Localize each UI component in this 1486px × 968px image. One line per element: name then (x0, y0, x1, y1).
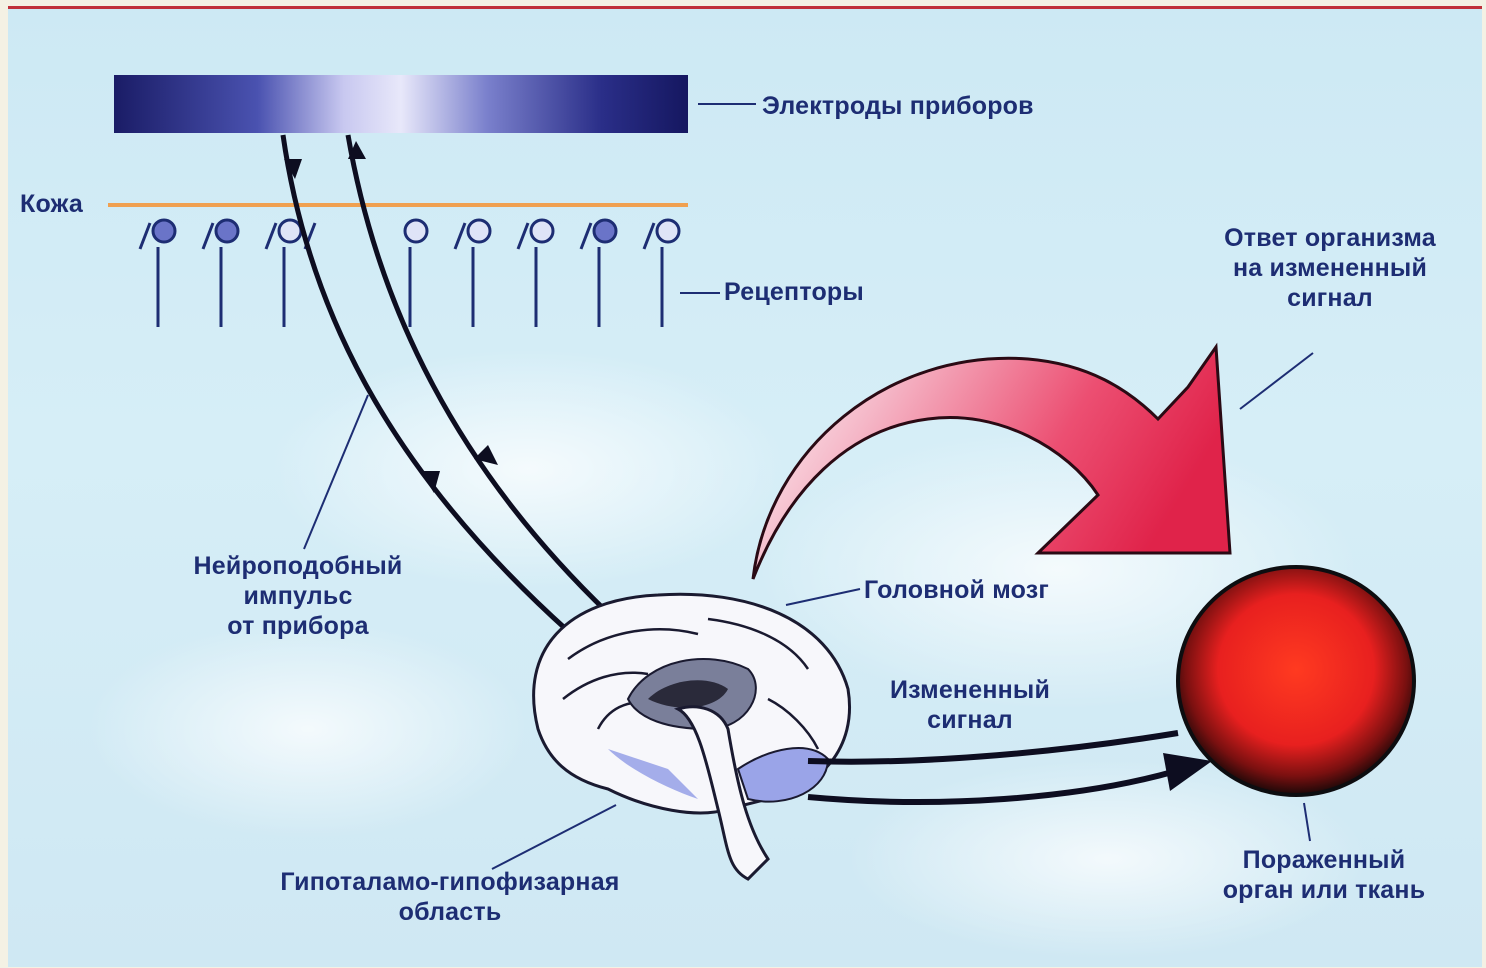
receptor (140, 220, 175, 327)
electrodes-label: Электроды приборов (762, 91, 1034, 121)
cloud (88, 619, 528, 839)
organ-circle (1178, 567, 1414, 795)
skin-label: Кожа (20, 189, 83, 219)
response-label: Ответ организма на измененный сигнал (1180, 223, 1480, 313)
organ-label-line: Пораженный (1184, 845, 1464, 875)
receptor (455, 220, 490, 327)
receptor (644, 220, 679, 327)
organ-label: Пораженный орган или ткань (1184, 845, 1464, 905)
receptors-group (140, 220, 679, 327)
brain-label: Головной мозг (864, 575, 1049, 605)
changed-signal-label: Измененный сигнал (860, 675, 1080, 735)
impulse-label-line: Нейроподобный (148, 551, 448, 581)
hypothalamus-label: Гипоталамо-гипофизарная область (220, 867, 680, 927)
response-leader-line (1240, 353, 1313, 409)
organ-label-line: орган или ткань (1184, 875, 1464, 905)
impulse-label-line: импульс (148, 581, 448, 611)
changed-signal-label-line: сигнал (860, 705, 1080, 735)
receptor (581, 220, 616, 327)
response-label-line: на измененный (1180, 253, 1480, 283)
receptor (405, 220, 427, 327)
hypothalamus-leader-line (492, 805, 616, 869)
receptor (266, 220, 301, 327)
impulse-label-line: от прибора (148, 611, 448, 641)
impulse-label: Нейроподобный импульс от прибора (148, 551, 448, 641)
response-label-line: Ответ организма (1180, 223, 1480, 253)
electrode-bar (114, 75, 688, 133)
diagram-graphics (8, 9, 1482, 967)
hypothalamus-label-line: Гипоталамо-гипофизарная (220, 867, 680, 897)
diagram-canvas: Электроды приборов Кожа Рецепторы Ответ … (8, 6, 1482, 967)
changed-signal-label-line: Измененный (860, 675, 1080, 705)
brain-illustration (534, 594, 850, 879)
response-label-line: сигнал (1180, 283, 1480, 313)
receptor (203, 220, 238, 327)
hypothalamus-label-line: область (220, 897, 680, 927)
receptor (518, 220, 553, 327)
receptors-label: Рецепторы (724, 277, 864, 307)
changed-signal-path (808, 733, 1178, 762)
